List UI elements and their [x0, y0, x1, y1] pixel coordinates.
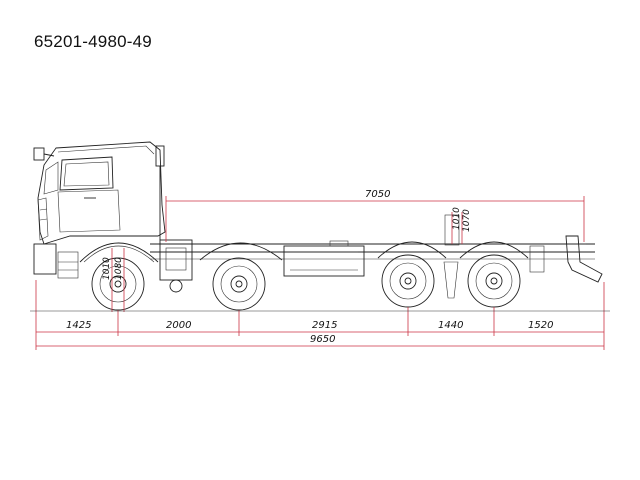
side-mirror — [33, 147, 45, 161]
dim-wheelbase-3: 1440 — [438, 320, 463, 331]
tow-hitch — [565, 235, 603, 283]
cab — [33, 141, 166, 279]
fender-axle-3 — [377, 241, 447, 259]
dim-front-height: 1010 1080 — [102, 248, 125, 312]
dim-segments: 1425 2000 2915 1440 1520 — [36, 320, 604, 333]
dim-frame-length: 7050 — [165, 189, 585, 242]
rear-crossmember — [529, 245, 545, 273]
cab-door — [57, 189, 121, 233]
dim-rear-height-1: 1010 — [452, 207, 462, 230]
dim-rear-height: 1010 1070 — [451, 207, 472, 244]
chassis-frame — [150, 214, 603, 299]
dim-front-height-2: 1080 — [114, 257, 124, 280]
dim-frame-length-label: 7050 — [365, 189, 390, 200]
step — [57, 251, 79, 279]
fender-axle-4 — [459, 241, 529, 259]
fender-axle-2 — [199, 242, 283, 261]
wheel-axle-2 — [212, 257, 266, 311]
bogie-spring — [443, 261, 459, 299]
door-window — [59, 156, 114, 191]
dim-overall-length: 9650 — [36, 334, 604, 347]
dim-wheelbase-1: 2000 — [166, 320, 191, 331]
engine-block — [159, 239, 193, 281]
dim-rear-height-2: 1070 — [462, 209, 472, 232]
front-fender — [79, 242, 159, 263]
dim-overall-length-label: 9650 — [310, 334, 335, 345]
wheel-axle-3 — [381, 254, 435, 308]
front-bumper — [33, 243, 57, 275]
fuel-tank — [283, 245, 365, 277]
dim-front-overhang: 1425 — [66, 320, 91, 331]
dim-front-height-1: 1010 — [102, 257, 112, 280]
drawing-title: 65201-4980-49 — [34, 32, 152, 51]
dim-wheelbase-2: 2915 — [312, 320, 337, 331]
dim-rear-overhang: 1520 — [528, 320, 553, 331]
wheel-axle-4 — [467, 254, 521, 308]
